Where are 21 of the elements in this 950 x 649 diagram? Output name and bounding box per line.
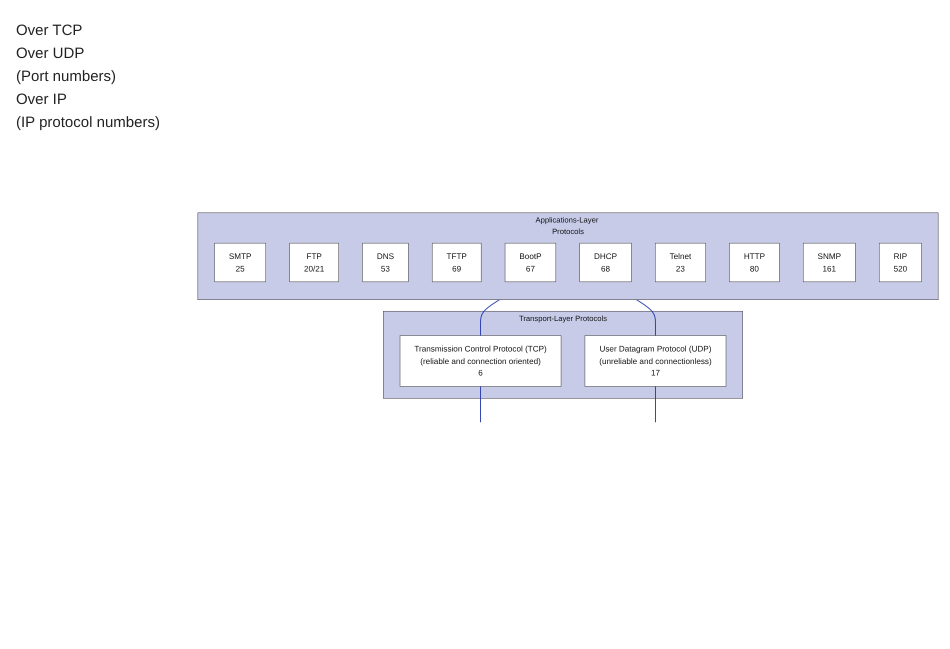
connector — [480, 386, 482, 423]
note-label: Over TCP — [16, 22, 84, 39]
node-box: SMTP 25 — [214, 242, 266, 282]
note-label: (Port numbers) — [16, 68, 118, 85]
node-box: TFTP 69 — [432, 242, 482, 282]
note-label: Over IP — [16, 91, 68, 108]
node-box: SNMP 161 — [803, 242, 856, 282]
node-box: RIP 520 — [879, 242, 922, 282]
node-box: Telnet 23 — [655, 242, 706, 282]
node-box: DHCP 68 — [579, 242, 632, 282]
node-box: FTP 20/21 — [289, 242, 339, 282]
node-box: User Datagram Protocol (UDP) (unreliable and connectionless) 17 — [584, 335, 726, 386]
note-label: Over UDP — [16, 45, 86, 62]
connector — [480, 299, 500, 336]
connector — [636, 299, 656, 336]
node-box: BootP 67 — [504, 242, 556, 282]
node-box: HTTP 80 — [729, 242, 780, 282]
note-label: (IP protocol numbers) — [16, 114, 161, 131]
connector — [654, 386, 656, 423]
node-box: Transmission Control Protocol (TCP) (reliable and connection oriented) 6 — [400, 335, 562, 386]
node-box: DNS 53 — [362, 242, 409, 282]
